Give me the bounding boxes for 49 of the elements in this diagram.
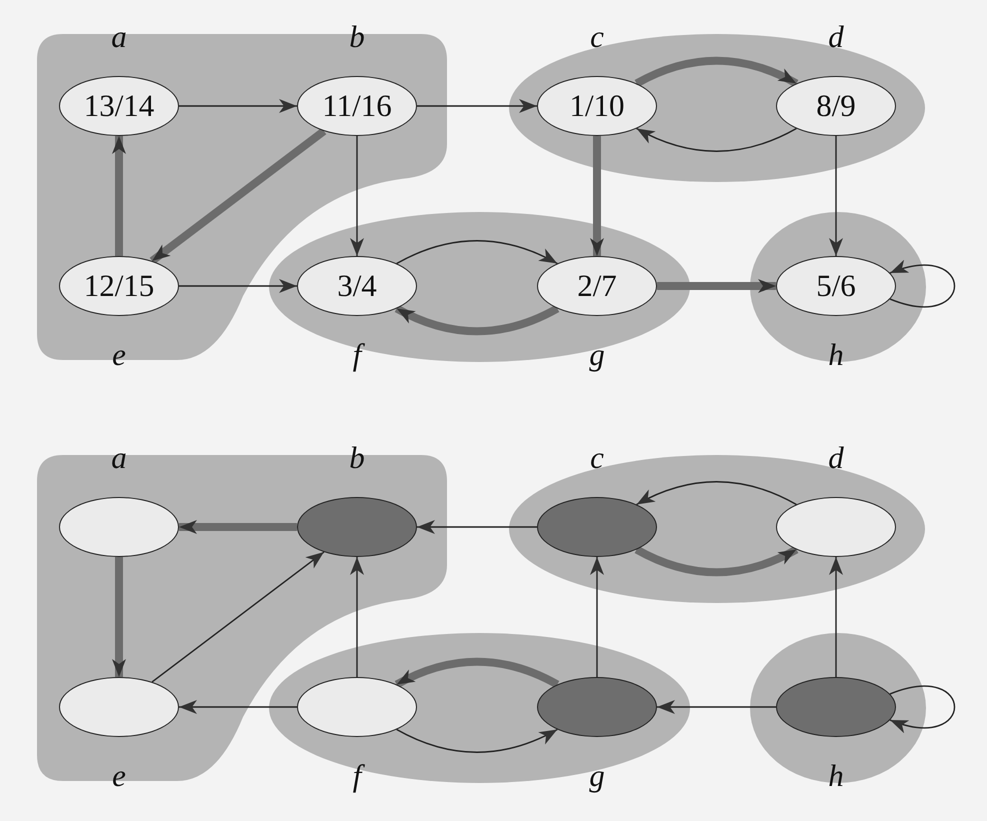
discovery-finish-times: 11/16 [322, 88, 392, 124]
vertex-letter: b [349, 439, 365, 477]
discovery-finish-times: 1/10 [569, 88, 625, 124]
discovery-finish-times: 12/15 [84, 268, 154, 304]
arrow [179, 700, 297, 714]
vertex-letter: b [349, 18, 365, 56]
arrow [657, 279, 776, 293]
arrow [350, 136, 364, 256]
arrow [179, 279, 297, 293]
vertex-letter: e [112, 336, 126, 374]
arrow [636, 481, 797, 506]
arrow [179, 99, 297, 113]
vertex-letter: d [828, 439, 844, 477]
discovery-finish-times: 5/6 [816, 268, 856, 304]
arrow [417, 520, 537, 534]
arrow [394, 304, 560, 336]
vertex-letter: g [589, 336, 605, 374]
vertex-letter: c [590, 439, 604, 477]
arrow [150, 128, 326, 264]
arrow [590, 557, 604, 677]
arrow [396, 728, 558, 753]
arrow [829, 557, 843, 677]
arrow [396, 240, 558, 264]
arrow [112, 557, 126, 677]
vertex-letter: c [590, 18, 604, 56]
vertex-letter: h [828, 757, 844, 795]
vertex-letter: d [828, 18, 844, 56]
arrow [350, 557, 364, 677]
arrow [152, 551, 324, 683]
arrow [890, 685, 956, 732]
discovery-finish-times: 2/7 [577, 268, 617, 304]
arrow [636, 128, 797, 152]
arrow [657, 700, 776, 714]
discovery-finish-times: 8/9 [816, 88, 856, 124]
arrow [634, 546, 798, 576]
vertex-letter: a [111, 18, 127, 56]
vertex-letter: a [111, 439, 127, 477]
vertex-letter: h [828, 336, 844, 374]
arrow [179, 520, 297, 534]
vertex-letter: e [112, 757, 126, 795]
arrow [890, 260, 956, 308]
arrow [634, 56, 798, 87]
vertex-letter: g [589, 757, 605, 795]
arrow [112, 136, 126, 256]
discovery-finish-times: 13/14 [84, 88, 154, 124]
arrow [394, 658, 560, 688]
arrow [829, 136, 843, 256]
arrow [417, 99, 537, 113]
discovery-finish-times: 3/4 [337, 268, 377, 304]
